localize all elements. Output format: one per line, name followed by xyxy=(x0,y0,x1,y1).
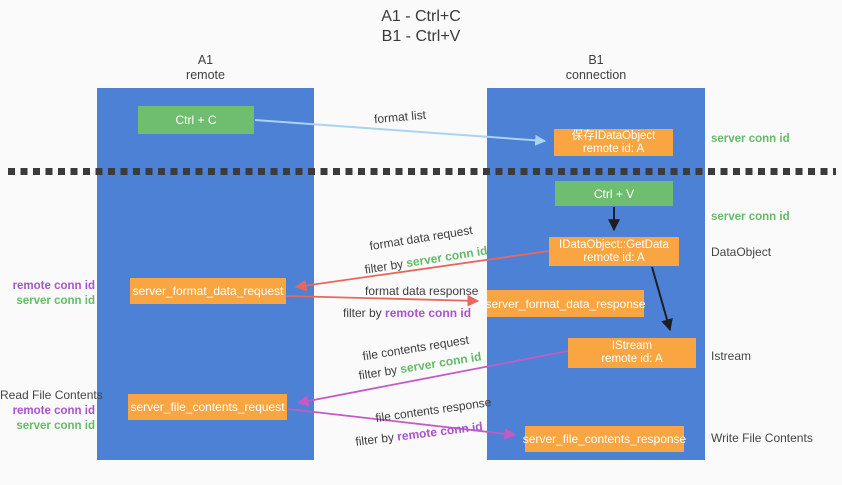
title-line-1: A1 - Ctrl+C xyxy=(381,8,461,25)
annotation-filter-by-remote-conn-id-2: filter by remote conn id xyxy=(355,419,484,449)
left-labels-format: remote conn id server conn id xyxy=(0,279,95,308)
title-line-2: B1 - Ctrl+V xyxy=(381,28,461,45)
column-a1-name: A1 xyxy=(197,53,214,67)
node-file-response-label: server_file_contents_response xyxy=(522,432,687,446)
filter-by-text: filter by xyxy=(363,256,405,277)
filter-by-text: filter by xyxy=(357,362,399,383)
left-labels-file: Read File Contents remote conn id server… xyxy=(0,387,103,433)
left-server-conn-id-1: server conn id xyxy=(16,294,95,307)
column-a1-subtitle: remote xyxy=(186,67,225,82)
node-ctrl-v: Ctrl + V xyxy=(555,181,673,206)
right-server-conn-id-mid: server conn id xyxy=(711,211,790,223)
server-conn-id-text: server conn id xyxy=(405,243,489,271)
node-ctrl-v-label: Ctrl + V xyxy=(593,186,635,201)
node-save-dataobject: 保存IDataObject remote id: A xyxy=(554,129,673,156)
left-remote-conn-id-1: remote conn id xyxy=(12,280,95,292)
node-getdata-line1: IDataObject::GetData xyxy=(559,238,669,251)
node-istream: IStream remote id: A xyxy=(568,338,696,368)
node-save-dataobject-line2: remote id: A xyxy=(582,142,645,155)
node-server-file-contents-request: server_file_contents_request xyxy=(128,394,287,420)
column-header-b1: B1 connection xyxy=(487,53,705,82)
node-ctrl-c: Ctrl + C xyxy=(138,106,254,134)
filter-by-text: filter by xyxy=(343,306,382,320)
right-write-file-contents-label: Write File Contents xyxy=(711,431,813,445)
node-idataobject-getdata: IDataObject::GetData remote id: A xyxy=(549,237,679,266)
diagram-title: A1 - Ctrl+C B1 - Ctrl+V xyxy=(0,7,842,47)
right-dataobject-label: DataObject xyxy=(711,245,772,259)
node-istream-line2: remote id: A xyxy=(601,353,663,365)
left-remote-conn-id-2: remote conn id xyxy=(12,405,95,417)
column-header-a1: A1 remote xyxy=(97,53,314,82)
node-ctrl-c-label: Ctrl + C xyxy=(175,113,217,127)
remote-conn-id-text: remote conn id xyxy=(385,306,472,320)
dotted-separator-line xyxy=(8,168,836,175)
node-server-format-data-response: server_format_data_response xyxy=(485,290,646,317)
node-server-format-data-request: server_format_data_request xyxy=(130,278,286,304)
column-b1-name: B1 xyxy=(588,53,604,67)
filter-by-text: filter by xyxy=(354,430,395,449)
left-read-file-contents: Read File Contents xyxy=(0,388,103,402)
annotation-filter-by-remote-conn-id-1: filter by remote conn id xyxy=(343,306,471,320)
right-server-conn-id-top: server conn id xyxy=(711,133,790,145)
node-format-response-label: server_format_data_response xyxy=(485,296,646,311)
node-getdata-line2: remote id: A xyxy=(583,251,645,264)
node-file-request-label: server_file_contents_request xyxy=(130,400,285,414)
left-server-conn-id-2: server conn id xyxy=(16,419,95,432)
node-server-file-contents-response: server_file_contents_response xyxy=(522,426,687,452)
remote-conn-id-text: remote conn id xyxy=(396,419,484,444)
right-istream-label: Istream xyxy=(711,349,752,363)
node-format-request-label: server_format_data_request xyxy=(132,284,284,298)
column-b1-subtitle: connection xyxy=(565,67,627,82)
annotation-format-data-response: format data response xyxy=(365,284,479,298)
node-save-dataobject-line1: 保存IDataObject xyxy=(571,129,656,142)
annotation-format-list: format list xyxy=(373,107,427,127)
node-istream-line1: IStream xyxy=(611,340,653,352)
